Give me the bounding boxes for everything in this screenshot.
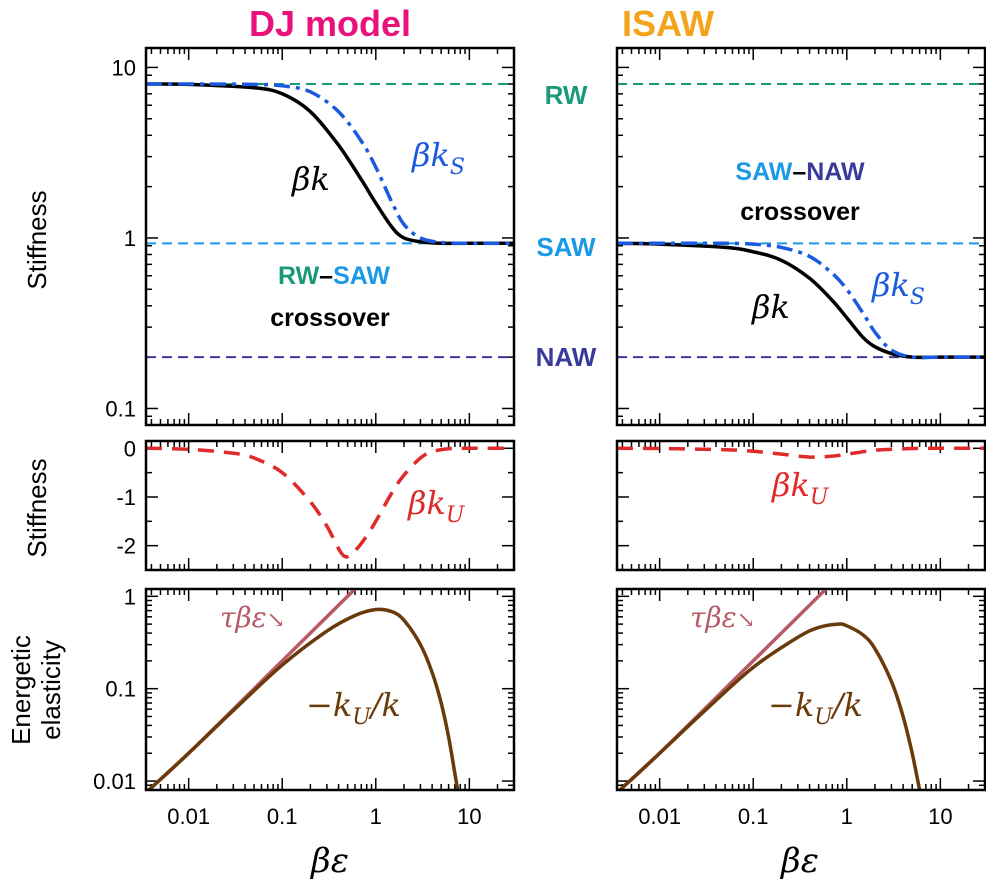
x-tick-label: 0.01 <box>167 804 210 829</box>
annotation-saw-right: SAW <box>735 158 792 186</box>
x-tick-label: 10 <box>928 804 952 829</box>
panel-border <box>615 46 986 427</box>
y-tick-label: 0.1 <box>105 677 136 702</box>
series-beta-ks <box>146 82 514 246</box>
x-tick-label: 0.01 <box>638 804 681 829</box>
annotation-saw-naw-crossover: SAW–NAW <box>735 158 865 186</box>
series-beta-ku <box>146 446 514 559</box>
x-axis-title-right: βε <box>779 841 819 881</box>
panel-dj-energetic-stiffness: 0 -1 -2 <box>116 436 516 572</box>
x-tick-label: 0.1 <box>738 804 769 829</box>
annotation-dash: – <box>319 262 333 290</box>
label-ku-over-k-right: −kU/k <box>768 686 863 730</box>
ref-label-saw: SAW <box>536 232 596 262</box>
label-beta-k-left: βk <box>291 160 330 198</box>
series-beta-ks <box>617 241 985 360</box>
y-tick-label: 0.1 <box>105 396 136 421</box>
y-tick-label: 0 <box>124 436 136 461</box>
series-beta-k <box>617 241 985 360</box>
series-beta-ku <box>617 446 985 459</box>
panel-dj-stiffness: 0.1 1 10 <box>105 46 516 427</box>
x-tick-label: 1 <box>370 804 382 829</box>
x-axis-title-left: βε <box>309 841 349 881</box>
label-tau-left: τβε↘ <box>220 601 285 634</box>
series-minus-ku-over-k <box>146 607 460 790</box>
series-beta-k <box>146 82 514 246</box>
label-beta-ku-left: βkU <box>407 484 466 528</box>
annotation-dash-right: – <box>792 158 806 186</box>
annotation-naw: NAW <box>806 158 865 186</box>
annotation-rw: RW <box>278 262 320 290</box>
panel-border <box>144 439 516 572</box>
series-minus-ku-over-k <box>617 622 922 790</box>
y-tick-label: 1 <box>124 584 136 609</box>
panel-border <box>615 439 986 572</box>
panel-isaw-energetic-stiffness <box>615 439 986 572</box>
right-column-title: ISAW <box>622 3 714 44</box>
label-tau-right: τβε↘ <box>690 601 755 634</box>
panel-border <box>144 46 516 427</box>
label-beta-ks-left: βkS <box>411 136 465 180</box>
y-tick-label: 1 <box>124 226 136 251</box>
annotation-crossover-right: crossover <box>740 198 860 226</box>
label-beta-ks-right: βkS <box>871 266 925 310</box>
y-tick-label: 10 <box>112 55 136 80</box>
panel-border <box>144 587 516 792</box>
left-column-title: DJ model <box>249 3 411 44</box>
y-axis-title-stiffness-top: Stiffness <box>22 190 52 289</box>
y-tick-label: -1 <box>116 485 136 510</box>
y-axis-title-stiffness-mid: Stiffness <box>22 458 52 557</box>
y-tick-label: 0.01 <box>93 769 136 794</box>
ref-label-rw: RW <box>545 80 588 110</box>
x-tick-label: 10 <box>457 804 481 829</box>
label-beta-k-right: βk <box>751 288 790 326</box>
y-tick-label: -2 <box>116 534 136 559</box>
y-axis-title-elasticity: elasticity <box>36 640 66 740</box>
panel-isaw-stiffness <box>615 46 986 427</box>
label-ku-over-k-left: −kU/k <box>306 686 401 730</box>
panel-isaw-energetic-elasticity: 0.01 0.1 1 10 <box>615 587 986 829</box>
annotation-crossover-left: crossover <box>270 304 390 332</box>
annotation-rw-saw-crossover: RW–SAW <box>278 262 390 290</box>
annotation-saw: SAW <box>333 262 390 290</box>
panel-dj-energetic-elasticity: 0.01 0.1 1 10 0.01 0.1 1 <box>93 584 516 829</box>
ref-label-naw: NAW <box>536 342 597 372</box>
x-tick-label: 1 <box>841 804 853 829</box>
label-beta-ku-right: βkU <box>771 466 830 510</box>
panel-border <box>615 587 986 792</box>
y-axis-title-energetic: Energetic <box>6 635 36 745</box>
x-tick-label: 0.1 <box>267 804 298 829</box>
